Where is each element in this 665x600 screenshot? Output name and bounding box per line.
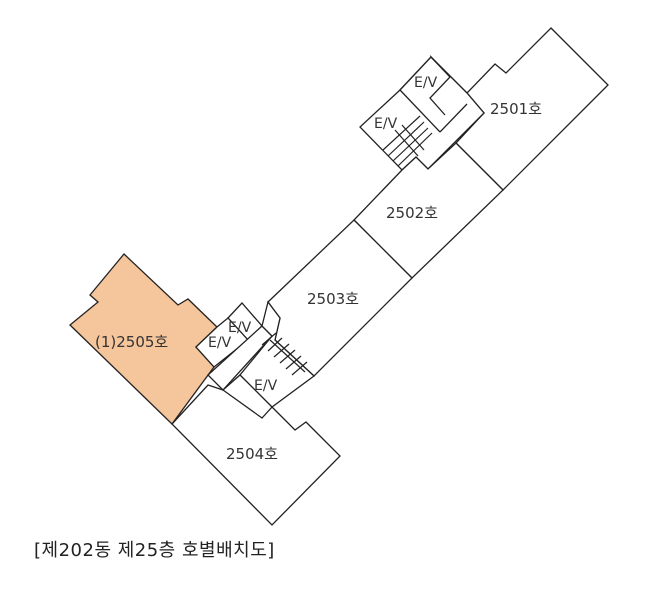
stairs-icon: [382, 115, 433, 167]
elevator-label: E/V: [228, 320, 252, 336]
stairs-icon: [261, 332, 308, 376]
elevator-label: E/V: [374, 116, 398, 132]
unit-label-2502: 2502호: [386, 204, 438, 222]
elevator-shaft: [195, 317, 249, 368]
elevator-label: E/V: [254, 378, 278, 394]
elevator-label: E/V: [414, 75, 438, 91]
elevator-shaft: [221, 374, 273, 419]
unit-label-2501: 2501호: [490, 100, 542, 118]
unit-label-2505: (1)2505호: [95, 333, 168, 351]
unit-2502[interactable]: [353, 142, 504, 279]
unit-label-2504: 2504호: [226, 445, 278, 463]
plan-caption: [제202동 제25층 호별배치도]: [34, 540, 275, 561]
unit-2504[interactable]: [171, 374, 341, 526]
unit-label-2503: 2503호: [307, 290, 359, 308]
elevator-label: E/V: [208, 335, 232, 351]
